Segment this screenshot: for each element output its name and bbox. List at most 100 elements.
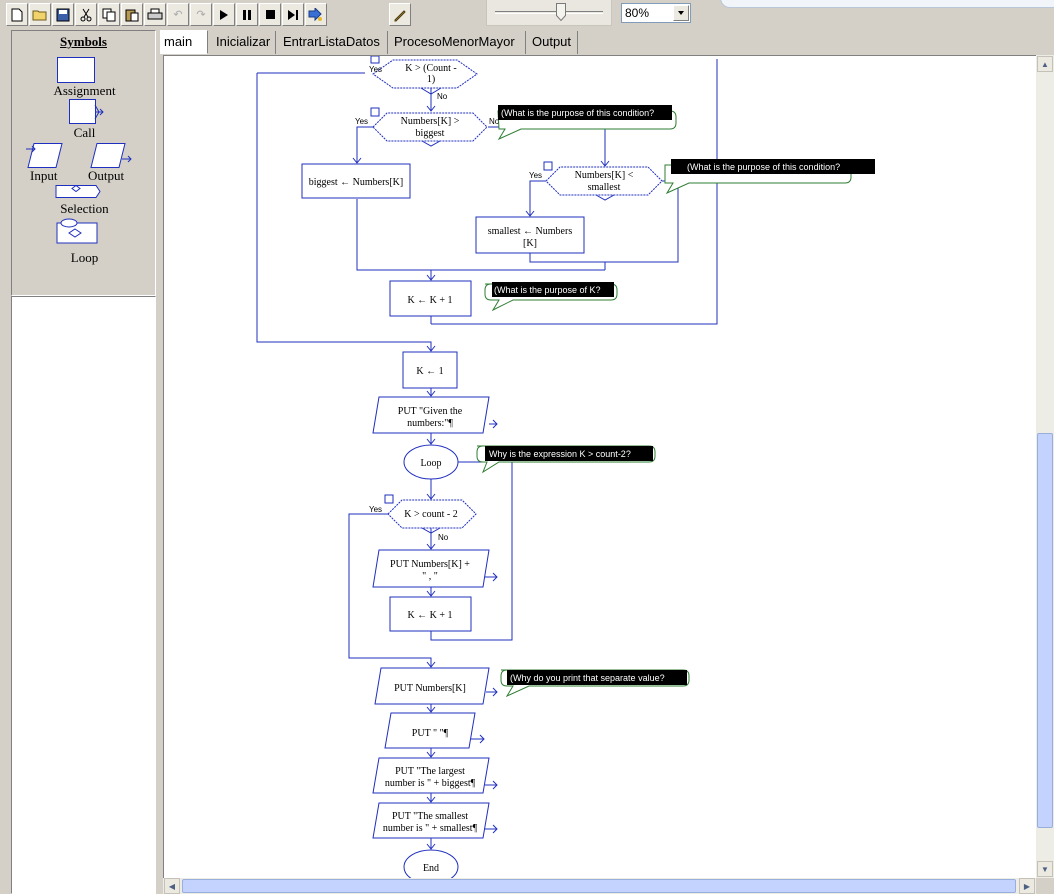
vertical-scroll-thumb[interactable] (1037, 433, 1053, 828)
output-numbers-comma-box[interactable] (372, 549, 490, 588)
connector (356, 126, 373, 163)
scroll-right-button[interactable]: ▶ (1019, 878, 1035, 894)
paste-icon[interactable] (121, 3, 143, 26)
decision-count-check[interactable] (372, 59, 478, 89)
output-given-text: PUT "Given the (398, 406, 463, 417)
open-icon[interactable] (29, 3, 51, 26)
step-icon[interactable] (282, 3, 304, 26)
scroll-left-button[interactable]: ◀ (164, 878, 180, 894)
loop-text: Loop (420, 458, 441, 469)
comment-callout[interactable]: Why is the expression K > count-2? (476, 445, 656, 474)
output-arrow (486, 687, 498, 697)
output-given-text: numbers:"¶ (407, 418, 453, 429)
end-oval[interactable] (403, 849, 459, 878)
yes-label: Yes (369, 505, 382, 514)
output-given-box[interactable] (372, 396, 490, 434)
output-smallest-text: number is " + smallest¶ (383, 823, 478, 834)
decision-count-text: 1) (427, 74, 435, 85)
symbols-panel: Symbols Assignment Call Input Output Sel… (11, 30, 156, 296)
output-arrow (489, 419, 498, 429)
undo-icon[interactable]: ↶ (167, 3, 189, 26)
output-smallest-box[interactable] (372, 802, 490, 839)
tab-entrarlistadatos[interactable]: EntrarListaDatos (280, 31, 388, 54)
tab-main[interactable]: main (160, 30, 208, 54)
assign-k-init-text: K ← 1 (416, 366, 443, 377)
chevron-down-icon[interactable] (673, 5, 689, 21)
save-icon[interactable] (52, 3, 74, 26)
collapse-toggle[interactable] (543, 161, 553, 171)
horizontal-scrollbar[interactable]: ◀ ▶ (163, 878, 1036, 894)
zoom-select[interactable]: 80% (621, 3, 691, 23)
print-icon[interactable] (144, 3, 166, 26)
yes-label: Yes (529, 171, 542, 180)
collapse-toggle[interactable] (370, 56, 380, 64)
assign-biggest-box[interactable] (301, 163, 411, 199)
end-text: End (423, 863, 439, 874)
selection-symbol[interactable] (54, 184, 102, 199)
output-arrow (471, 734, 485, 744)
call-symbol[interactable] (69, 99, 105, 127)
pen-icon[interactable] (389, 3, 411, 26)
output-numk-text: PUT Numbers[K] (394, 683, 466, 694)
tab-inicializar[interactable]: Inicializar (213, 31, 276, 54)
decision-biggest-text: biggest (416, 128, 445, 139)
assign-k-inc2-box[interactable] (389, 596, 472, 632)
zoom-slider-thumb[interactable] (555, 3, 566, 21)
outer-loop-line (256, 72, 432, 351)
comment-callout[interactable]: (Why do you print that separate value? (500, 669, 690, 698)
collapse-toggle[interactable] (384, 494, 394, 504)
decision-biggest[interactable] (372, 112, 488, 142)
flowchart: Yes No Yes No Yes No Yes No K > (Count -… (256, 56, 875, 878)
left-edge (0, 30, 11, 894)
redo-icon[interactable]: ↷ (190, 3, 212, 26)
decision-notch (420, 87, 442, 95)
comment-text: Why is the expression K > count-2? (489, 449, 631, 459)
decision-smallest[interactable] (545, 166, 663, 196)
new-icon[interactable] (6, 3, 28, 26)
output-largest-text: number is " + biggest¶ (385, 778, 476, 789)
yes-label: Yes (355, 117, 368, 126)
loop-label: Loop (70, 250, 99, 265)
loop-oval[interactable] (403, 444, 459, 480)
comment-callout[interactable]: (What is the purpose of K? (484, 282, 618, 312)
output-largest-text: PUT "The largest (395, 766, 465, 777)
assign-smallest-text: [K] (523, 238, 537, 249)
toolbar: ↶ ↷ 80% (0, 0, 1054, 30)
step-into-icon[interactable] (305, 3, 327, 26)
output-arrow (485, 780, 498, 790)
scroll-corner (1036, 878, 1054, 894)
scroll-up-button[interactable]: ▲ (1037, 56, 1053, 72)
output-largest-box[interactable] (372, 757, 490, 794)
scroll-down-button[interactable]: ▼ (1037, 861, 1053, 877)
copy-icon[interactable] (98, 3, 120, 26)
assign-smallest-box[interactable] (475, 216, 585, 254)
zoom-slider[interactable] (486, 0, 612, 26)
stop-icon[interactable] (259, 3, 281, 26)
vertical-scrollbar[interactable]: ▲ ▼ (1036, 55, 1054, 878)
flowchart-canvas[interactable]: Yes No Yes No Yes No Yes No K > (Count -… (163, 55, 1036, 878)
call-label: Call (73, 125, 96, 140)
output-space-box[interactable] (384, 712, 476, 749)
assignment-symbol[interactable] (57, 57, 97, 85)
assign-k-init-box[interactable] (402, 351, 458, 389)
pause-icon[interactable] (236, 3, 258, 26)
horizontal-scroll-thumb[interactable] (182, 879, 1016, 893)
output-symbol[interactable] (89, 143, 133, 169)
comment-callout[interactable]: (What is the purpose of this condition? (664, 159, 875, 195)
assign-smallest-text: smallest ← Numbers (488, 226, 573, 237)
window-decoration (720, 0, 1054, 8)
play-icon[interactable] (213, 3, 235, 26)
decision-count-minus-2[interactable] (387, 499, 477, 529)
no-label: No (437, 92, 448, 101)
tab-output[interactable]: Output (529, 31, 578, 54)
output-numk-box[interactable] (374, 667, 490, 705)
cut-icon[interactable] (75, 3, 97, 26)
input-symbol[interactable] (26, 143, 70, 169)
comment-callout[interactable]: (What is the purpose of this condition? (497, 105, 677, 141)
comment-text: (What is the purpose of this condition? (687, 162, 840, 172)
output-numbers-comma-text: PUT Numbers[K] + (390, 559, 470, 570)
collapse-toggle[interactable] (370, 107, 380, 117)
assign-k-inc-box[interactable] (389, 280, 472, 317)
tab-procesomenormayor[interactable]: ProcesoMenorMayor (391, 31, 526, 54)
loop-symbol[interactable] (55, 217, 101, 245)
